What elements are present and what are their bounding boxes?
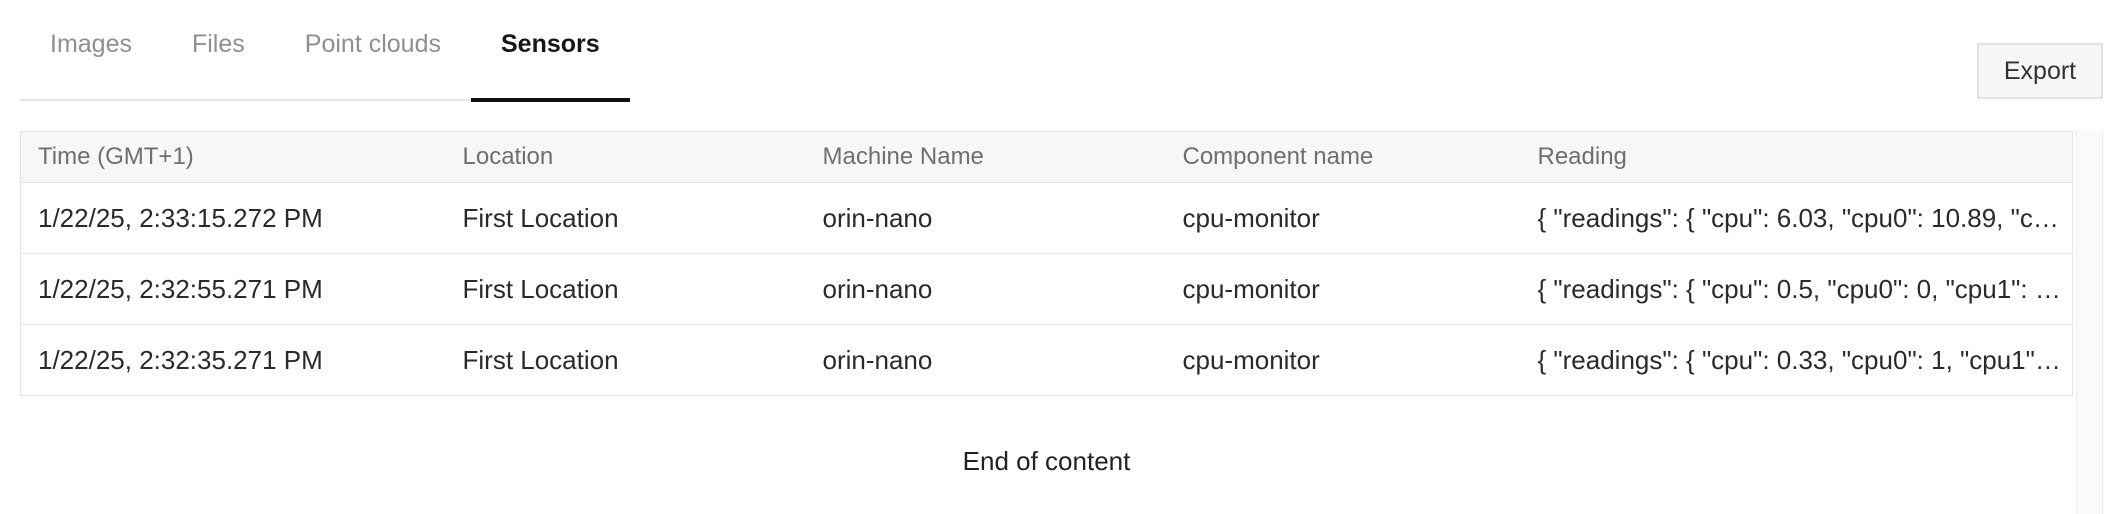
table-header-row: Time (GMT+1) Location Machine Name Compo…: [20, 131, 2073, 183]
table-row: 1/22/25, 2:33:15.272 PM First Location o…: [20, 182, 2073, 254]
tab-files[interactable]: Files: [191, 30, 245, 58]
table-row: 1/22/25, 2:32:35.271 PM First Location o…: [20, 324, 2073, 396]
cell-time: 1/22/25, 2:33:15.272 PM: [20, 182, 446, 254]
end-of-content-message: End of content: [962, 446, 1131, 476]
cell-machine-name: orin-nano: [805, 253, 1166, 325]
cell-reading: { "readings": { "cpu": 0.5, "cpu0": 0, "…: [1520, 253, 2073, 325]
column-header-component-name: Component name: [1165, 131, 1521, 183]
tab-sensors[interactable]: Sensors: [470, 18, 630, 102]
cell-machine-name: orin-nano: [805, 182, 1166, 254]
tab-images[interactable]: Images: [50, 30, 132, 58]
cell-component-name: cpu-monitor: [1165, 182, 1521, 254]
column-header-machine-name: Machine Name: [805, 131, 1166, 183]
column-header-location: Location: [445, 131, 806, 183]
tab-point-clouds[interactable]: Point clouds: [304, 30, 441, 58]
column-header-time: Time (GMT+1): [20, 131, 446, 183]
cell-reading: { "readings": { "cpu": 0.33, "cpu0": 1, …: [1520, 324, 2073, 396]
vertical-scrollbar-track[interactable]: [2076, 130, 2103, 514]
cell-machine-name: orin-nano: [805, 324, 1166, 396]
cell-location: First Location: [445, 324, 806, 396]
data-type-tabs: Images Files Point clouds Sensors: [20, 18, 630, 102]
cell-location: First Location: [445, 182, 806, 254]
sensor-readings-table: Time (GMT+1) Location Machine Name Compo…: [20, 131, 2073, 396]
cell-component-name: cpu-monitor: [1165, 324, 1521, 396]
table-row: 1/22/25, 2:32:55.271 PM First Location o…: [20, 253, 2073, 325]
cell-time: 1/22/25, 2:32:35.271 PM: [20, 324, 446, 396]
cell-component-name: cpu-monitor: [1165, 253, 1521, 325]
cell-reading: { "readings": { "cpu": 6.03, "cpu0": 10.…: [1520, 182, 2073, 254]
column-header-reading: Reading: [1520, 131, 2073, 183]
cell-time: 1/22/25, 2:32:55.271 PM: [20, 253, 446, 325]
cell-location: First Location: [445, 253, 806, 325]
export-button[interactable]: Export: [1977, 43, 2103, 99]
